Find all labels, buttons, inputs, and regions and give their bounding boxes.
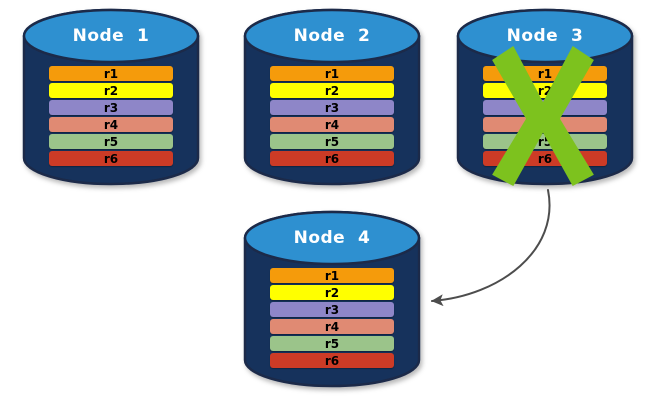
row-bar-r3[interactable]: r3 <box>270 100 394 115</box>
row-label: r1 <box>324 66 340 81</box>
row-bar-r6[interactable]: r6 <box>49 151 173 166</box>
row-label: r2 <box>537 83 553 98</box>
row-label: r2 <box>103 83 119 98</box>
row-bar-r4[interactable]: r4 <box>483 117 607 132</box>
arrow-path <box>431 189 551 307</box>
row-label: r4 <box>324 319 340 334</box>
row-bar-r6[interactable]: r6 <box>270 151 394 166</box>
row-bar-r2[interactable]: r2 <box>49 83 173 98</box>
row-bar-r2[interactable]: r2 <box>483 83 607 98</box>
row-label: r6 <box>324 151 340 166</box>
row-bar-r5[interactable]: r5 <box>270 336 394 351</box>
row-bar-r5[interactable]: r5 <box>49 134 173 149</box>
node-2-row-list: r1 r2 r3 r4 r5 r6 <box>243 66 421 166</box>
row-bar-r5[interactable]: r5 <box>270 134 394 149</box>
row-label: r1 <box>324 268 340 283</box>
row-label: r6 <box>103 151 119 166</box>
row-label: r5 <box>324 336 340 351</box>
row-label: r3 <box>537 100 553 115</box>
node-4-row-list: r1 r2 r3 r4 r5 r6 <box>243 268 421 368</box>
row-bar-r3[interactable]: r3 <box>49 100 173 115</box>
row-label: r6 <box>537 151 553 166</box>
row-bar-r3[interactable]: r3 <box>270 302 394 317</box>
row-bar-r1[interactable]: r1 <box>270 268 394 283</box>
row-bar-r2[interactable]: r2 <box>270 83 394 98</box>
row-label: r1 <box>537 66 553 81</box>
row-label: r4 <box>324 117 340 132</box>
row-label: r4 <box>103 117 119 132</box>
row-bar-r3[interactable]: r3 <box>483 100 607 115</box>
row-label: r2 <box>324 285 340 300</box>
row-bar-r4[interactable]: r4 <box>270 117 394 132</box>
row-bar-r6[interactable]: r6 <box>483 151 607 166</box>
row-label: r2 <box>324 83 340 98</box>
node-3-row-list: r1 r2 r3 r4 r5 r6 <box>456 66 634 166</box>
row-label: r3 <box>103 100 119 115</box>
row-bar-r6[interactable]: r6 <box>270 353 394 368</box>
row-label: r4 <box>537 117 553 132</box>
row-bar-r1[interactable]: r1 <box>49 66 173 81</box>
row-bar-r5[interactable]: r5 <box>483 134 607 149</box>
row-label: r1 <box>103 66 119 81</box>
row-bar-r1[interactable]: r1 <box>483 66 607 81</box>
row-bar-r2[interactable]: r2 <box>270 285 394 300</box>
row-bar-r4[interactable]: r4 <box>49 117 173 132</box>
row-bar-r1[interactable]: r1 <box>270 66 394 81</box>
row-label: r3 <box>324 100 340 115</box>
row-label: r5 <box>537 134 553 149</box>
node-1-row-list: r1 r2 r3 r4 r5 r6 <box>22 66 200 166</box>
row-label: r3 <box>324 302 340 317</box>
row-label: r5 <box>324 134 340 149</box>
row-label: r6 <box>324 353 340 368</box>
row-label: r5 <box>103 134 119 149</box>
row-bar-r4[interactable]: r4 <box>270 319 394 334</box>
